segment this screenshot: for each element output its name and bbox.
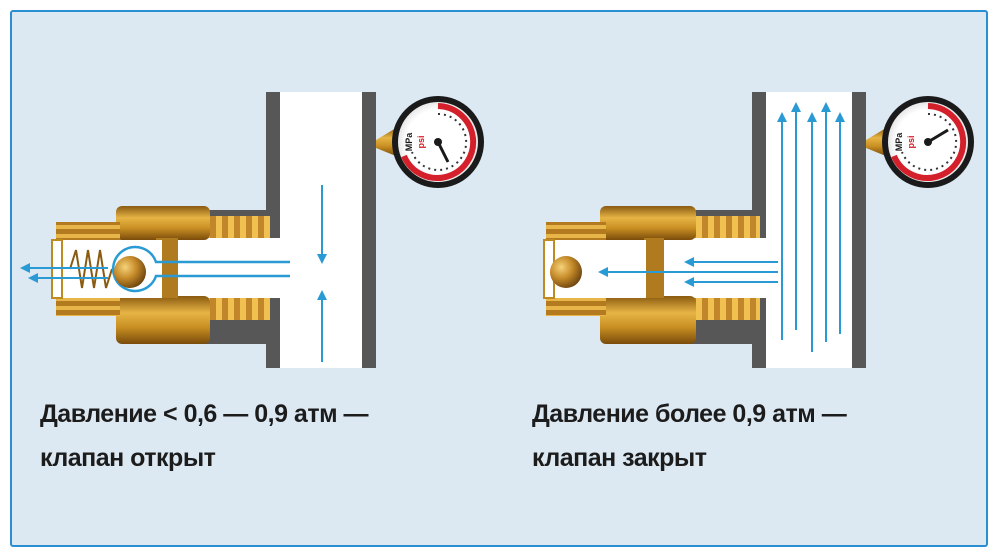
caption-closed: Давление более 0,9 атм — клапан закрыт bbox=[532, 392, 847, 480]
gauge-unit-psi: psi bbox=[416, 135, 426, 148]
tee-vertical-channel bbox=[766, 92, 852, 368]
thread-bottom bbox=[200, 298, 270, 320]
gauge-unit-psi: psi bbox=[906, 135, 916, 148]
outer-thread-bottom bbox=[56, 298, 120, 316]
thread-bottom bbox=[690, 298, 760, 320]
caption-closed-line1: Давление более 0,9 атм — bbox=[532, 400, 847, 428]
pressure-gauge-icon: psi MPa bbox=[882, 96, 974, 188]
gauge-connector bbox=[866, 128, 886, 156]
outer-thread-top bbox=[56, 222, 120, 240]
brass-nut-bottom bbox=[116, 296, 210, 344]
right-valve: psi MPa bbox=[543, 92, 974, 368]
brass-nut-top bbox=[116, 206, 210, 240]
flow-loop bbox=[111, 245, 290, 293]
brass-nut-seat bbox=[644, 238, 664, 298]
outer-thread-bottom bbox=[546, 298, 606, 316]
thread-top bbox=[690, 216, 760, 238]
caption-open-line2: клапан открыт bbox=[40, 444, 216, 472]
caption-open-line1: Давление < 0,6 — 0,9 атм — bbox=[40, 400, 369, 428]
caption-open: Давление < 0,6 — 0,9 атм — клапан открыт bbox=[40, 392, 369, 480]
gauge-unit-mpa: MPa bbox=[894, 132, 904, 152]
tee-horizontal-channel bbox=[660, 238, 772, 298]
outer-thread-top bbox=[546, 222, 606, 240]
caption-closed-line2: клапан закрыт bbox=[532, 444, 707, 472]
gauge-connector bbox=[376, 128, 396, 156]
ball-icon bbox=[114, 256, 146, 288]
brass-nut-bottom bbox=[600, 296, 696, 344]
ball-icon bbox=[550, 256, 582, 288]
brass-nut-top bbox=[600, 206, 696, 240]
left-valve: psi MPa bbox=[20, 92, 484, 368]
gauge-unit-mpa: MPa bbox=[404, 132, 414, 152]
pressure-gauge-icon: psi MPa bbox=[392, 96, 484, 188]
tee-horizontal-channel bbox=[175, 238, 285, 298]
thread-top bbox=[200, 216, 270, 238]
